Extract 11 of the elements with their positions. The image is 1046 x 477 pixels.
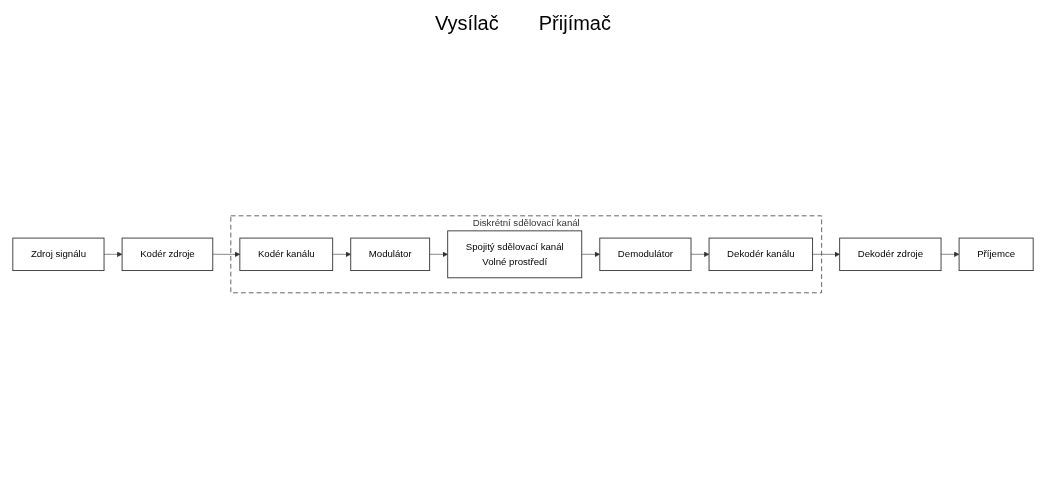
- node-box: Spojitý sdělovací kanál Volné prostředí: [447, 230, 583, 278]
- node-box: Příjemce: [958, 237, 1034, 271]
- node-box: Kodér kanálu: [239, 237, 334, 271]
- node-box: Kodér zdroje: [121, 237, 214, 271]
- region-label: Vysílač: [435, 12, 499, 35]
- node-box: Dekodér zdroje: [839, 237, 942, 271]
- node-box: Modulátor: [350, 237, 431, 271]
- region-label: Přijímač: [538, 12, 611, 35]
- node-box: Zdroj signálu: [12, 237, 105, 271]
- node-box: Dekodér kanálu: [708, 237, 814, 271]
- node-box: Demodulátor: [599, 237, 692, 271]
